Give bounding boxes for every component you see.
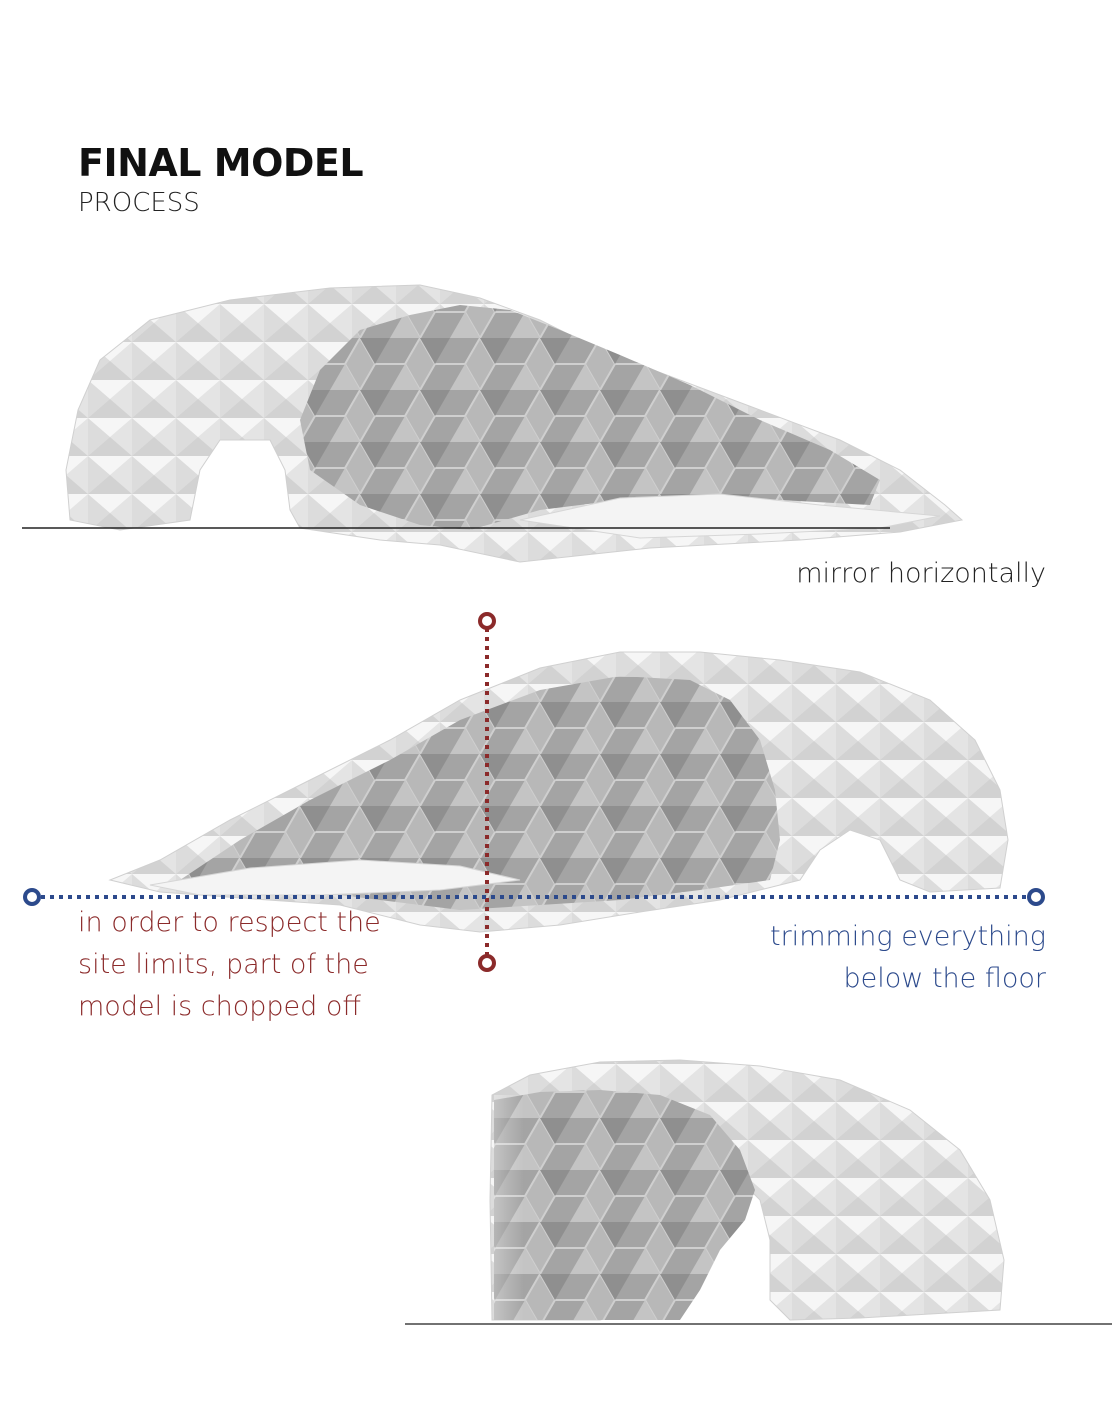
floor-line-left-handle xyxy=(23,888,41,906)
chop-annotation-line: model is chopped off xyxy=(78,991,362,1022)
floor-trim-line xyxy=(23,888,1045,906)
page-subtitle: PROCESS xyxy=(78,188,200,218)
model-original-inner-shell xyxy=(300,305,880,530)
model-original xyxy=(22,284,964,563)
trim-annotation-line: below the floor xyxy=(843,963,1046,994)
model-mirrored-inner-shell xyxy=(180,676,780,910)
site-limit-cut-line xyxy=(478,612,496,972)
trim-annotation-line: trimming everything xyxy=(770,921,1046,952)
chop-annotation: in order to respect the site limits, par… xyxy=(78,902,381,1028)
chop-annotation-line: site limits, part of the xyxy=(78,949,369,980)
trim-annotation: trimming everything below the floor xyxy=(770,916,1046,1000)
cut-line-bottom-handle xyxy=(478,954,496,972)
heading: FINAL MODEL PROCESS xyxy=(78,140,364,220)
floor-line-right-handle xyxy=(1027,888,1045,906)
chop-annotation-line: in order to respect the xyxy=(78,907,381,938)
model-original-floor-strip xyxy=(519,493,941,539)
model-final-inner-shell xyxy=(494,1090,755,1320)
model-mirrored xyxy=(108,651,1009,933)
cut-line-top-handle xyxy=(478,612,496,630)
mirror-annotation: mirror horizontally xyxy=(796,558,1046,589)
model-final xyxy=(405,1059,1112,1325)
page-title: FINAL MODEL xyxy=(78,141,364,185)
